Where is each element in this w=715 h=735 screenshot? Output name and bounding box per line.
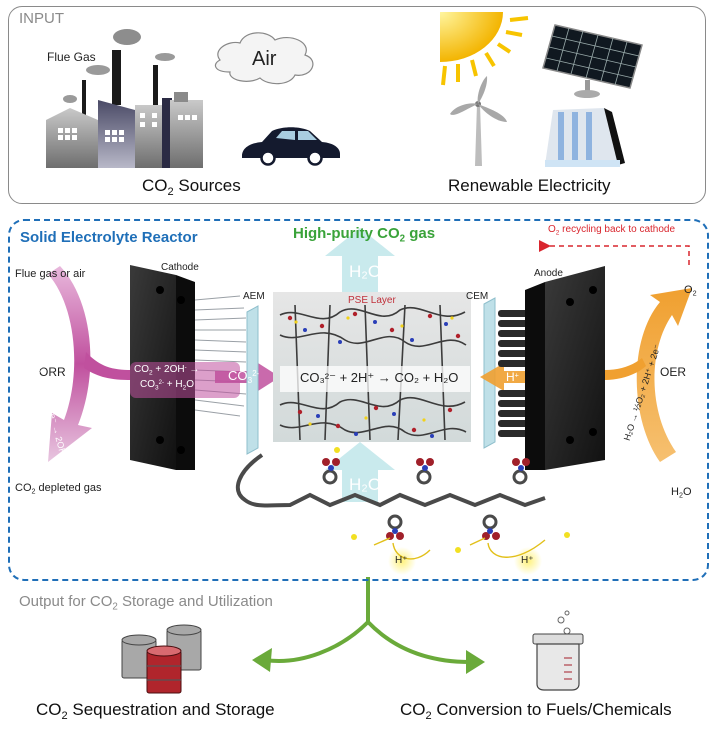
orr-label: ORR <box>39 365 66 379</box>
factory-icon <box>46 29 203 168</box>
output-panel-title: Output for CO2 Storage and Utilization <box>19 593 273 613</box>
polymer-atoms <box>287 311 461 438</box>
conversion-caption: CO2 Conversion to Fuels/Chemicals <box>400 700 672 722</box>
anode-plate <box>525 266 605 470</box>
cem-label: CEM <box>466 291 489 302</box>
output-arrowhead-left <box>252 648 272 672</box>
aem-label: AEM <box>243 291 265 302</box>
water-top-label: H₂O <box>349 262 382 281</box>
proton-label: H+ <box>506 370 519 384</box>
co2-depleted-gas-label: CO2 depleted gas <box>15 482 102 496</box>
high-purity-co2-label: High-purity CO2 gas <box>293 225 436 245</box>
output-arrowhead-right <box>466 650 485 674</box>
cathode-equation-line-2: CO32- + H2O <box>140 379 194 392</box>
co2-sources-caption: CO2 Sources <box>142 176 241 198</box>
hydro-dam-icon <box>545 108 625 167</box>
oer-arc-arrow <box>636 288 692 462</box>
proton-arrow <box>480 363 555 391</box>
oer-label: OER <box>660 365 687 379</box>
wind-turbine-icon <box>450 76 507 166</box>
database-icon <box>121 624 202 694</box>
solar-panel-icon <box>542 24 643 98</box>
cathode-label: Cathode <box>161 262 199 273</box>
beaker-icon <box>532 610 584 691</box>
renewable-electricity-caption: Renewable Electricity <box>448 176 611 195</box>
solid-electrolyte-reactor-box <box>8 219 709 581</box>
hopping-proton-1: H⁺ <box>395 555 408 566</box>
water-arrow-top <box>325 228 395 292</box>
water-bottom-label: H₂O <box>349 475 382 494</box>
cathode-reaction-glow <box>130 362 240 398</box>
flue-gas-or-air-label: Flue gas or air <box>15 268 86 280</box>
pse-reaction-band <box>280 366 470 392</box>
o2-outlet-label: O2 <box>684 284 697 298</box>
h2o-inlet-label: H2O <box>671 486 692 500</box>
sun-icon <box>440 12 529 86</box>
proton-hopping <box>334 447 570 575</box>
input-panel-title: INPUT <box>19 10 64 27</box>
sequestration-storage-caption: CO2 Sequestration and Storage <box>36 700 275 722</box>
o2-recycle-arrow <box>539 240 690 265</box>
anode-label: Anode <box>534 268 563 279</box>
flue-gas-label: Flue Gas <box>47 50 96 64</box>
output-split-arrow <box>264 577 471 664</box>
orr-to-cathode-branch <box>84 352 130 380</box>
cloud-icon <box>214 32 314 85</box>
pse-layer-label: PSE Layer <box>348 295 396 306</box>
cathode-equation-line-1: CO2 + 2OH- → <box>134 364 200 377</box>
o2-recycle-label: O2 recycling back to cathode <box>548 224 676 237</box>
anode-brush <box>498 310 528 437</box>
polymer-chain-detail <box>235 453 546 540</box>
aem-membrane <box>246 305 259 455</box>
carbonate-ion-label: CO32- <box>228 368 260 385</box>
pse-reaction-equation: CO₃²⁻ + 2H⁺ → CO₂ + H₂O <box>300 370 459 385</box>
air-label: Air <box>252 48 277 70</box>
car-icon <box>242 127 340 166</box>
oer-to-anode-branch <box>605 358 646 380</box>
orr-arc-arrow <box>48 266 92 462</box>
hopping-proton-2: H⁺ <box>521 555 534 566</box>
reactor-title: Solid Electrolyte Reactor <box>20 229 198 246</box>
water-arrow-bottom <box>325 442 395 502</box>
